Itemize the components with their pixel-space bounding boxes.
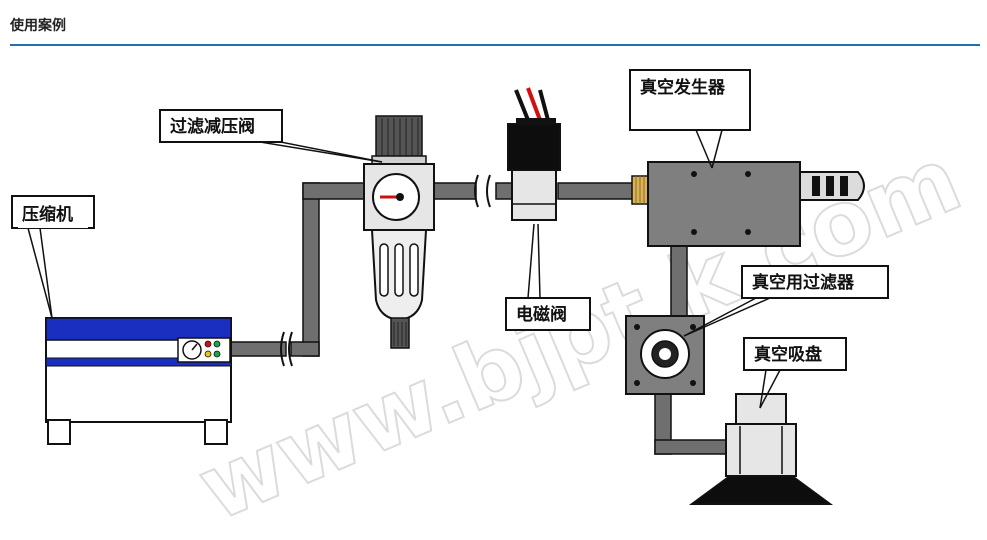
callout-suction-cup: 真空吸盘 <box>743 337 847 409</box>
wire-black-2 <box>538 89 550 121</box>
bowl-window-3 <box>409 243 419 297</box>
compressor-foot-left <box>47 419 71 445</box>
screw-icon-2 <box>745 171 751 177</box>
section-header: 使用案例 <box>0 0 987 48</box>
red-light-icon <box>204 340 212 348</box>
compressor <box>45 317 232 445</box>
header-divider <box>10 44 980 46</box>
bowl-window-2 <box>394 243 404 297</box>
callout-box-solenoid <box>505 297 591 331</box>
solenoid-valve <box>507 87 561 221</box>
vacuum-filter <box>625 315 705 395</box>
wire-red <box>526 87 542 121</box>
callout-compressor: 压缩机 <box>11 195 95 319</box>
gauge-pivot <box>396 193 404 201</box>
label-vacuum-filter: 真空用过滤器 <box>752 272 855 293</box>
green-light-icon-2 <box>213 350 221 358</box>
screw-icon-3 <box>691 229 697 235</box>
label-solenoid: 电磁阀 <box>516 304 567 325</box>
filter-screw-icon <box>634 324 640 330</box>
drain-valve <box>390 317 410 349</box>
filter-screw-icon-4 <box>690 380 696 386</box>
generator-body <box>647 161 801 247</box>
suction-pad <box>688 475 834 505</box>
pipe-riser-foot <box>290 341 320 357</box>
suction-cup <box>688 393 834 505</box>
compressor-gauge-needle <box>191 343 198 351</box>
solenoid-coil <box>507 123 561 171</box>
screw-icon <box>691 171 697 177</box>
pipe-to-generator <box>557 182 635 200</box>
label-compressor: 压缩机 <box>22 204 73 225</box>
coil-cap <box>516 118 556 124</box>
pipe-filter-out <box>431 182 477 200</box>
callout-filter-regulator: 过滤减压阀 <box>159 109 383 163</box>
screw-icon-4 <box>745 229 751 235</box>
label-filter-regulator: 过滤减压阀 <box>170 116 255 137</box>
compressor-foot-right <box>204 419 228 445</box>
cup-holder <box>725 423 797 477</box>
pipe-riser <box>302 182 320 357</box>
pipe-compressor-out <box>229 341 287 357</box>
callout-solenoid: 电磁阀 <box>505 223 591 331</box>
section-title: 使用案例 <box>10 18 66 34</box>
pipe-to-filter <box>302 182 366 200</box>
compressor-band-bottom <box>45 357 232 367</box>
regulator-knob <box>375 115 423 159</box>
green-light-icon <box>213 340 221 348</box>
filter-screw-icon-3 <box>634 380 640 386</box>
callout-vacuum-filter: 真空用过滤器 <box>683 265 889 337</box>
filter-regulator <box>363 115 435 349</box>
silencer-slot-1 <box>812 176 820 196</box>
callout-box-vacuum-generator <box>629 69 751 131</box>
wire-black <box>514 89 530 121</box>
vacuum-generator <box>631 161 865 247</box>
compressor-band-top <box>45 317 232 341</box>
filter-screw-icon-2 <box>690 324 696 330</box>
bowl-window-1 <box>379 243 389 297</box>
callout-box-suction-cup <box>743 337 847 371</box>
yellow-light-icon <box>204 350 212 358</box>
label-vacuum-generator: 真空发生器 <box>640 77 726 98</box>
air-pipes <box>229 182 728 455</box>
callout-vacuum-generator: 真空发生器 <box>629 69 751 169</box>
callout-box-filter-regulator <box>159 109 283 143</box>
filter-core <box>659 348 671 360</box>
pipe-generator-down <box>670 244 688 318</box>
silencer-slot-2 <box>826 176 834 196</box>
callout-box-vacuum-filter <box>741 265 889 299</box>
pipe-to-cup <box>654 439 728 455</box>
label-suction-cup: 真空吸盘 <box>754 344 822 365</box>
valve-body <box>511 169 557 221</box>
pipe-break-marks <box>280 174 491 367</box>
silencer-slot-3 <box>840 176 848 196</box>
